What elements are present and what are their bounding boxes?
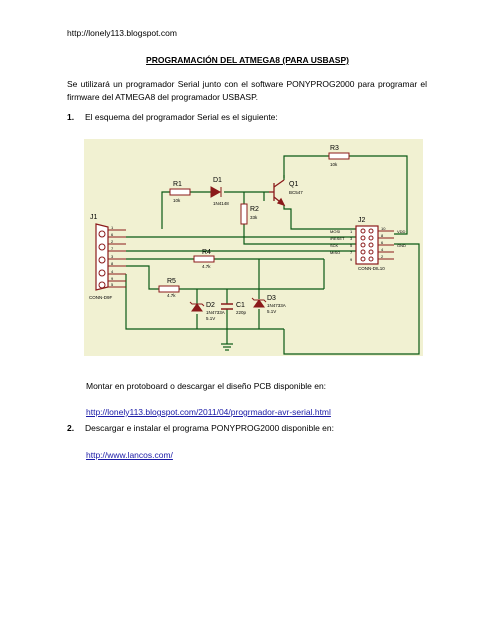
r5-resistor bbox=[158, 285, 180, 293]
step-2: 2. Descargar e instalar el programa PONYP… bbox=[67, 423, 334, 433]
step-1-text: El esquema del programador Serial es el … bbox=[85, 112, 278, 122]
d2-zener bbox=[189, 301, 205, 312]
d1-diode bbox=[210, 186, 222, 198]
r3-resistor bbox=[328, 152, 350, 160]
j1-pin-2: 2 bbox=[111, 239, 114, 244]
j1-value: CONN-D9F bbox=[89, 295, 113, 300]
d2-value2: 5.1V bbox=[206, 316, 215, 321]
step-2-text: Descargar e instalar el programa PONYPRO… bbox=[85, 423, 334, 433]
j2-signal-miso: MISO bbox=[330, 250, 340, 255]
step-1-number: 1. bbox=[67, 112, 75, 122]
ground-icon bbox=[221, 343, 233, 351]
j1-pin-6: 6 bbox=[111, 232, 114, 237]
j2-pin-7: 7 bbox=[350, 250, 353, 255]
j2-signal-sck: SCK bbox=[330, 243, 339, 248]
j2-pin-8: 8 bbox=[381, 233, 384, 238]
j2-gnd-label: GND bbox=[397, 243, 406, 248]
d3-value1: 1N4733A bbox=[267, 303, 286, 308]
montar-text: Montar en protoboard o descargar el dise… bbox=[86, 381, 327, 391]
j2-pin-6: 6 bbox=[381, 240, 384, 245]
schematic-diagram: R1 10k D1 1N4148 Q1 BC547 R2 33k R3 10k … bbox=[84, 139, 423, 356]
j2-ref: J2 bbox=[358, 217, 366, 224]
d2-value1: 1N4733A bbox=[206, 310, 225, 315]
r5-ref: R5 bbox=[167, 278, 176, 285]
c1-value: 220p bbox=[236, 310, 247, 315]
step-2-number: 2. bbox=[67, 423, 75, 433]
header-url: http://lonely113.blogspot.com bbox=[67, 28, 177, 38]
j1-pin-9: 9 bbox=[111, 276, 114, 281]
r3-value: 10k bbox=[330, 162, 338, 167]
c1-ref: C1 bbox=[236, 302, 245, 309]
j2-pin-3: 3 bbox=[350, 236, 353, 241]
d3-value2: 5.1V bbox=[267, 309, 276, 314]
d3-zener bbox=[251, 297, 267, 308]
r4-resistor bbox=[193, 255, 215, 263]
j1-pin-1: 1 bbox=[111, 225, 114, 230]
q1-ref: Q1 bbox=[289, 181, 298, 188]
r2-value: 33k bbox=[250, 215, 258, 220]
r3-ref: R3 bbox=[330, 145, 339, 152]
j2-pin-10: 10 bbox=[381, 226, 386, 231]
j2-pin-5: 5 bbox=[350, 243, 353, 248]
r5-value: 4.7k bbox=[167, 293, 176, 298]
j1-pin-8: 8 bbox=[111, 261, 114, 266]
j2-pin-2: 2 bbox=[381, 254, 384, 259]
j1-pin-7: 7 bbox=[111, 246, 114, 251]
j1-ref: J1 bbox=[90, 214, 98, 221]
j2-signal-reset: /RESET bbox=[330, 236, 345, 241]
j2-pin-4: 4 bbox=[381, 247, 384, 252]
d1-ref: D1 bbox=[213, 177, 222, 184]
q1-value: BC547 bbox=[289, 190, 303, 195]
j1-pin-5: 5 bbox=[111, 282, 114, 287]
r4-ref: R4 bbox=[202, 249, 211, 256]
r1-value: 10k bbox=[173, 198, 181, 203]
intro-paragraph: Se utilizará un programador Serial junto… bbox=[67, 79, 427, 102]
j2-pin-9: 9 bbox=[350, 257, 353, 262]
j2-value: CONN-DIL10 bbox=[358, 266, 385, 271]
j1-pin-4: 4 bbox=[111, 269, 114, 274]
lancos-link[interactable]: http://www.lancos.com/ bbox=[86, 450, 173, 460]
c1-capacitor bbox=[221, 303, 233, 310]
r2-resistor bbox=[240, 203, 248, 225]
r2-ref: R2 bbox=[250, 206, 259, 213]
j2-signal-mosi: MOSI bbox=[330, 229, 340, 234]
j2-connector bbox=[355, 225, 394, 265]
j2-pin-1: 1 bbox=[350, 229, 353, 234]
page-title: PROGRAMACIÓN DEL ATMEGA8 (PARA USBASP) bbox=[146, 55, 349, 65]
j2-vdd-label: VDD bbox=[397, 229, 406, 234]
d2-ref: D2 bbox=[206, 302, 215, 309]
j1-pin-3: 3 bbox=[111, 254, 114, 259]
r4-value: 4.7k bbox=[202, 264, 211, 269]
r1-ref: R1 bbox=[173, 181, 182, 188]
step-1: 1. El esquema del programador Serial es e… bbox=[67, 112, 278, 122]
q1-transistor bbox=[269, 179, 286, 207]
j1-connector bbox=[95, 223, 126, 291]
r1-resistor bbox=[169, 188, 191, 196]
d3-ref: D3 bbox=[267, 295, 276, 302]
pcb-design-link[interactable]: http://lonely113.blogspot.com/2011/04/pr… bbox=[86, 407, 331, 417]
d1-value: 1N4148 bbox=[213, 201, 229, 206]
